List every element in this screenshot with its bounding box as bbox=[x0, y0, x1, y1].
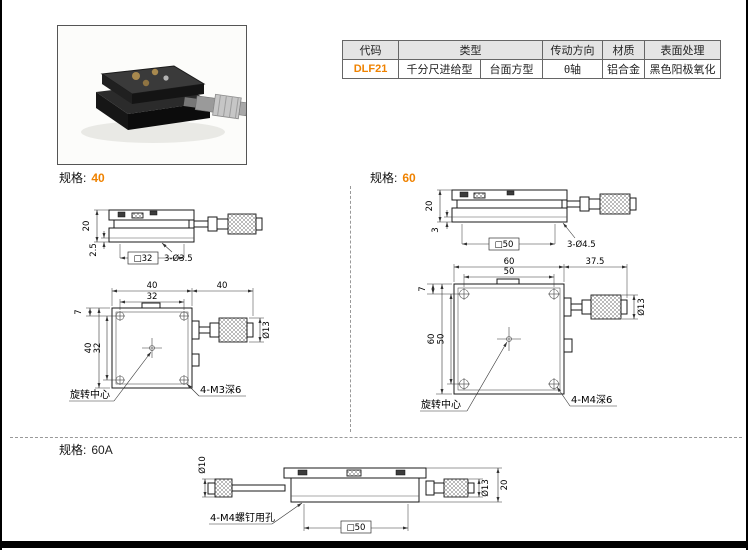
cell-type-table: 台面方型 bbox=[480, 59, 543, 79]
dim-40-edge-offset: 7 bbox=[74, 309, 84, 314]
dim-40-height-holes: 32 bbox=[93, 343, 103, 354]
spec40-value: 40 bbox=[91, 171, 105, 185]
spec40-side-knob bbox=[191, 353, 200, 367]
drawing-spec60a: Ø10 4-M4螺钉用孔 □50 Ø13 20 bbox=[197, 456, 510, 534]
label-60-rotation-center: 旋转中心 bbox=[421, 398, 461, 411]
cell-code: DLF21 bbox=[342, 59, 399, 79]
spec60-top-view: 60 37.5 50 7 60 50 Ø13 bbox=[418, 257, 647, 395]
product-photo bbox=[58, 26, 248, 164]
cell-surface: 黑色阳极氧化 bbox=[644, 59, 721, 79]
spec40-top-view: 40 40 32 7 40 32 Ø13 bbox=[74, 281, 272, 389]
dim-40-height-outer: 40 bbox=[84, 343, 94, 354]
spec60-corner-screws bbox=[458, 288, 560, 390]
micrometer-product-image bbox=[183, 93, 248, 120]
cell-type-feed: 千分尺进给型 bbox=[398, 59, 481, 79]
spec40-leaders: 旋转中心 4-M3深6 bbox=[69, 351, 246, 402]
spec60-leaders: 旋转中心 4-M4深6 bbox=[420, 341, 617, 412]
dim-60-height-holes: 50 bbox=[437, 334, 447, 345]
dim-60-mic-dia: Ø13 bbox=[636, 298, 647, 316]
dim-60a-table-size: □50 bbox=[347, 523, 366, 533]
spec60-side-view: 20 3 □50 3-Ø4.5 bbox=[425, 189, 637, 251]
dim-60-edge-offset: 7 bbox=[418, 286, 428, 291]
drawing-spec40: 20 2.5 □32 3-Ø3.5 bbox=[69, 209, 272, 402]
dim-60a-mic-dia: Ø13 bbox=[480, 479, 491, 497]
label-40-top-holes: 3-Ø3.5 bbox=[164, 253, 193, 264]
label-40-mount-holes: 4-M3深6 bbox=[200, 384, 241, 396]
cell-material: 铝合金 bbox=[602, 59, 645, 79]
section-label-spec40: 规格: 40 bbox=[59, 169, 105, 186]
header-code: 代码 bbox=[342, 40, 399, 60]
dim-60-mic-length: 37.5 bbox=[586, 257, 605, 267]
cell-direction: θ轴 bbox=[542, 59, 603, 79]
section-label-spec60a: 规格: 60A bbox=[59, 441, 113, 458]
spec-table-data-row: DLF21 千分尺进给型 台面方型 θ轴 铝合金 黑色阳极氧化 bbox=[342, 59, 721, 79]
spec-table: 代码 类型 传动方向 材质 表面处理 DLF21 千分尺进给型 台面方型 θ轴 … bbox=[342, 40, 721, 79]
spec40-side-micrometer bbox=[193, 213, 263, 235]
dim-60-height-outer: 60 bbox=[427, 334, 437, 345]
spec60-side-knob bbox=[563, 338, 573, 353]
spec60a-knob bbox=[214, 478, 233, 498]
dim-60-width-outer: 60 bbox=[504, 257, 515, 267]
dim-40-width-holes: 32 bbox=[147, 292, 158, 302]
spec60-value: 60 bbox=[402, 171, 416, 185]
spec60a-dimensions: Ø10 4-M4螺钉用孔 □50 Ø13 20 bbox=[197, 456, 510, 534]
photo-shadow bbox=[81, 121, 225, 143]
spec60-label: 规格: bbox=[370, 171, 398, 185]
spec40-label: 规格: bbox=[59, 171, 87, 185]
label-60-top-holes: 3-Ø4.5 bbox=[567, 239, 596, 250]
header-direction: 传动方向 bbox=[542, 40, 603, 60]
header-material: 材质 bbox=[602, 40, 645, 60]
spec60a-micrometer bbox=[425, 478, 475, 498]
dim-40-width-outer: 40 bbox=[147, 281, 158, 291]
dim-60a-height: 20 bbox=[500, 480, 510, 491]
stage-product-image bbox=[96, 65, 210, 130]
spec40-corner-screws bbox=[115, 311, 189, 385]
label-40-rotation-center: 旋转中心 bbox=[70, 388, 110, 401]
product-photo-box bbox=[57, 25, 248, 165]
dim-40-height: 20 bbox=[82, 221, 92, 232]
section-label-spec60: 规格: 60 bbox=[370, 169, 416, 186]
spec60a-label: 规格: bbox=[59, 443, 87, 457]
spec60-plan-micrometer bbox=[563, 294, 628, 320]
dim-60a-knob-dia: Ø10 bbox=[197, 456, 208, 474]
spec40-plan-micrometer bbox=[191, 317, 254, 343]
label-60-mount-holes: 4-M4深6 bbox=[571, 394, 612, 406]
label-60a-screw-holes: 4-M4螺钉用孔 bbox=[210, 512, 275, 524]
spec60-side-micrometer bbox=[566, 193, 637, 215]
dim-40-mic-length: 40 bbox=[217, 281, 228, 291]
dim-40-baseplate: 2.5 bbox=[89, 243, 99, 257]
dim-60-width-holes: 50 bbox=[504, 267, 515, 277]
header-surface: 表面处理 bbox=[644, 40, 721, 60]
spec60a-side-view bbox=[207, 467, 475, 503]
dim-60-baseplate: 3 bbox=[431, 227, 441, 232]
section-divider-vertical bbox=[350, 186, 351, 432]
spec-table-header-row: 代码 类型 传动方向 材质 表面处理 bbox=[342, 40, 721, 60]
header-type: 类型 bbox=[398, 40, 543, 60]
dim-60-height: 20 bbox=[425, 201, 435, 212]
drawing-spec60: 20 3 □50 3-Ø4.5 bbox=[418, 189, 647, 412]
section-divider-horizontal bbox=[10, 437, 742, 438]
spec40-side-view: 20 2.5 □32 3-Ø3.5 bbox=[82, 209, 263, 265]
dim-40-mic-dia: Ø13 bbox=[261, 321, 272, 339]
page-footer-bar bbox=[2, 541, 746, 548]
dim-40-table-size: □32 bbox=[134, 254, 153, 264]
spec60a-value: 60A bbox=[91, 443, 113, 457]
dim-60-table-size: □50 bbox=[495, 240, 514, 250]
